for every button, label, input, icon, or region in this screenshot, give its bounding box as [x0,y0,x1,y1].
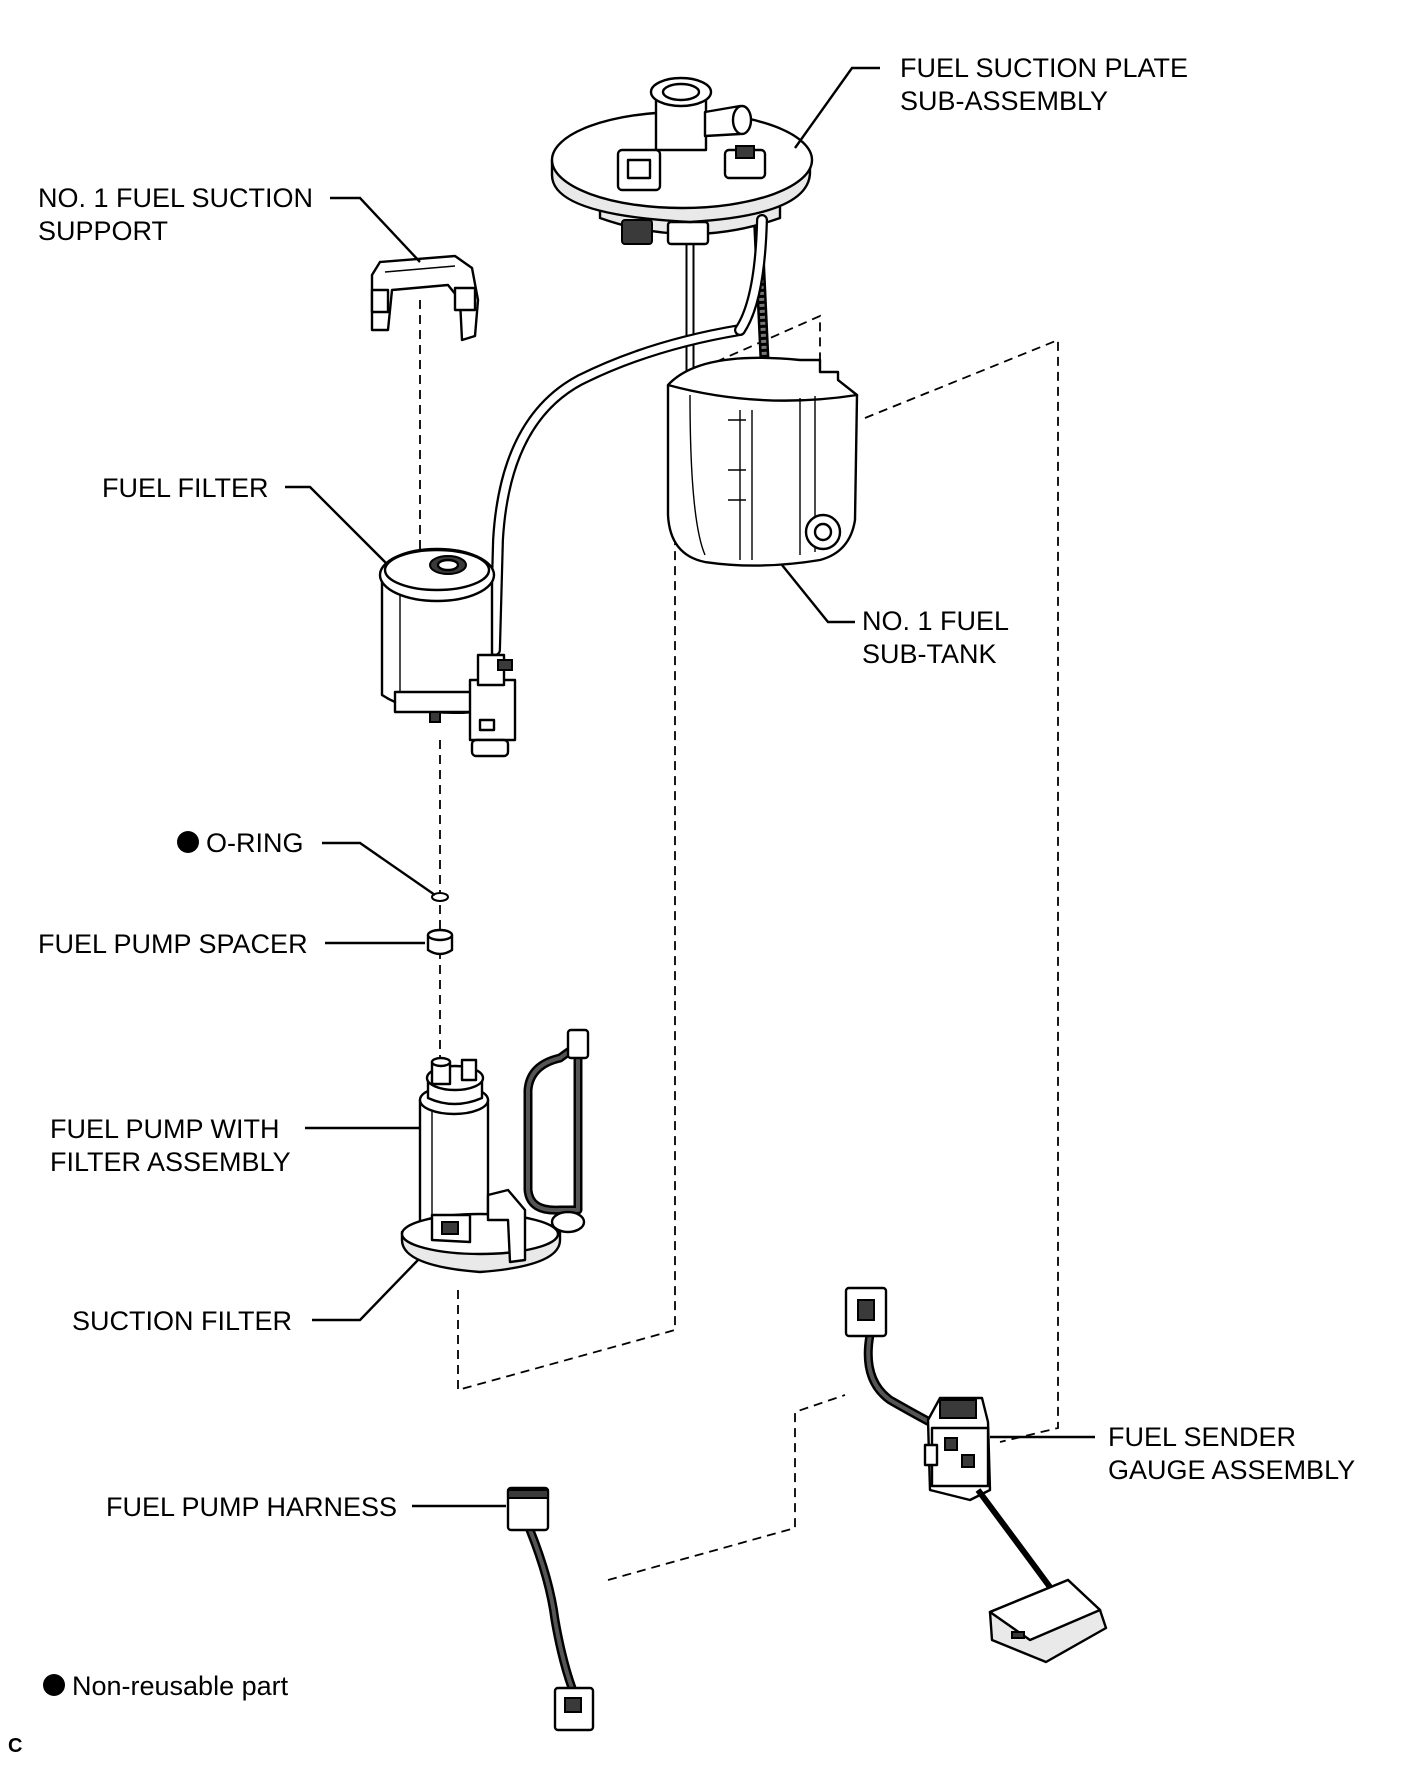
label-fuel-suction-plate-1: FUEL SUCTION PLATE [900,53,1188,83]
label-suction-filter: SUCTION FILTER [72,1306,292,1336]
fuel-sub-tank-part [666,356,859,567]
assembly-guide-lines [419,300,1059,1581]
fuel-hose [489,214,768,656]
label-fuel-pump-2: FILTER ASSEMBLY [50,1147,291,1177]
label-fuel-pump-harness: FUEL PUMP HARNESS [106,1492,397,1522]
label-fuel-pump-1: FUEL PUMP WITH [50,1114,280,1144]
fuel-suction-support-part [370,254,480,342]
label-suction-support-1: NO. 1 FUEL SUCTION [38,183,313,213]
leader-lines [285,66,1095,1508]
label-sender-gauge-1: FUEL SENDER [1108,1422,1296,1452]
legend: Non-reusable part [43,1671,289,1701]
part-labels: FUEL SUCTION PLATE SUB-ASSEMBLY NO. 1 FU… [38,53,1355,1522]
corner-code: C [8,1735,22,1757]
label-sub-tank-1: NO. 1 FUEL [862,606,1009,636]
fuel-pump-harness-part [506,1486,595,1732]
o-ring-part [431,892,449,902]
label-sender-gauge-2: GAUGE ASSEMBLY [1108,1455,1355,1485]
label-sub-tank-2: SUB-TANK [862,639,997,669]
label-suction-support-2: SUPPORT [38,216,168,246]
fuel-suction-plate-part [550,76,814,400]
legend-non-reusable: Non-reusable part [72,1671,289,1701]
label-fuel-filter: FUEL FILTER [102,473,269,503]
label-fuel-pump-spacer: FUEL PUMP SPACER [38,929,308,959]
fuel-pump-assembly-part [400,1028,590,1274]
fuel-pump-spacer-part [426,928,454,956]
fuel-filter-part [378,547,517,758]
fuel-sender-gauge-part [844,1286,1108,1664]
legend-dot-icon [43,1674,65,1696]
non-reusable-dot-icon [177,831,199,853]
label-o-ring: O-RING [206,828,304,858]
label-fuel-suction-plate-2: SUB-ASSEMBLY [900,86,1108,116]
